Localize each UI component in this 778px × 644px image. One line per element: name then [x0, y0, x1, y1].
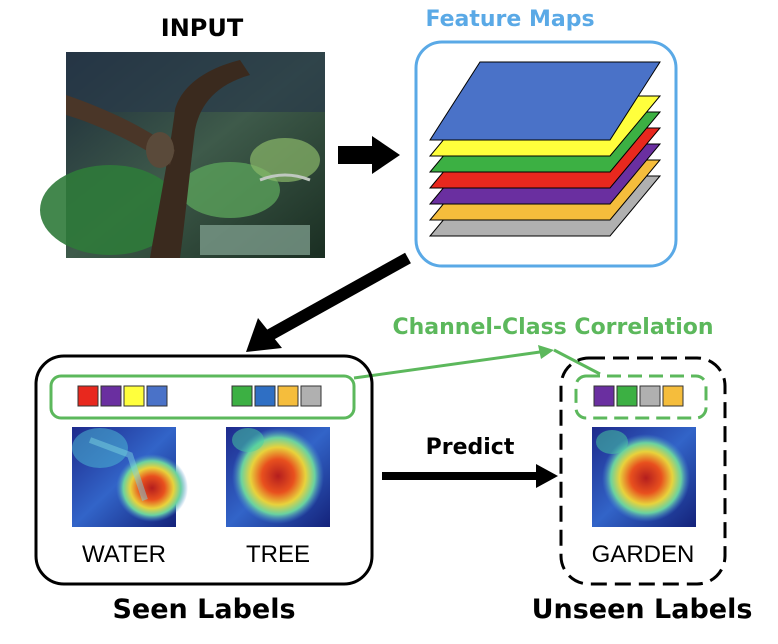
water-label: WATER — [82, 541, 166, 568]
feature-map-stack — [428, 61, 662, 237]
garden-swatch-purple — [593, 385, 615, 407]
arrow-to-feature-maps — [338, 136, 400, 174]
feature-maps-box — [414, 40, 678, 268]
unseen-labels-title: Unseen Labels — [532, 594, 753, 625]
garden-channel-swatches — [593, 385, 684, 407]
tree-heatmap — [226, 427, 330, 527]
unseen-labels-box — [559, 356, 727, 586]
input-image — [40, 52, 325, 258]
seen-labels-box — [34, 354, 374, 586]
tree-channel-swatches — [231, 385, 322, 407]
water-channel-swatches — [77, 385, 168, 407]
predict-arrow — [382, 464, 558, 488]
predict-label: Predict — [426, 435, 515, 460]
tree-swatch-orange — [277, 385, 299, 407]
correlation-arrow — [353, 345, 601, 380]
water-heatmap — [72, 427, 188, 527]
water-swatch-red — [77, 385, 99, 407]
seen-channel-bar — [49, 374, 356, 420]
tree-label: TREE — [246, 541, 310, 568]
garden-heatmap — [592, 427, 696, 527]
water-swatch-blue — [146, 385, 168, 407]
tree-swatch-blue — [254, 385, 276, 407]
unseen-channel-bar — [574, 374, 708, 420]
garden-label: GARDEN — [592, 541, 695, 568]
water-swatch-yellow — [123, 385, 145, 407]
feature-maps-title: Feature Maps — [425, 7, 594, 32]
tree-swatch-green — [231, 385, 253, 407]
garden-swatch-orange — [662, 385, 684, 407]
water-swatch-purple — [100, 385, 122, 407]
seen-labels-title: Seen Labels — [112, 594, 295, 625]
garden-swatch-green — [616, 385, 638, 407]
garden-swatch-gray — [639, 385, 661, 407]
feature-map-layer-blue — [429, 61, 661, 141]
tree-swatch-gray — [300, 385, 322, 407]
input-title: INPUT — [161, 14, 244, 42]
arrow-to-seen-labels — [246, 252, 411, 352]
correlation-label: Channel-Class Correlation — [392, 315, 713, 340]
